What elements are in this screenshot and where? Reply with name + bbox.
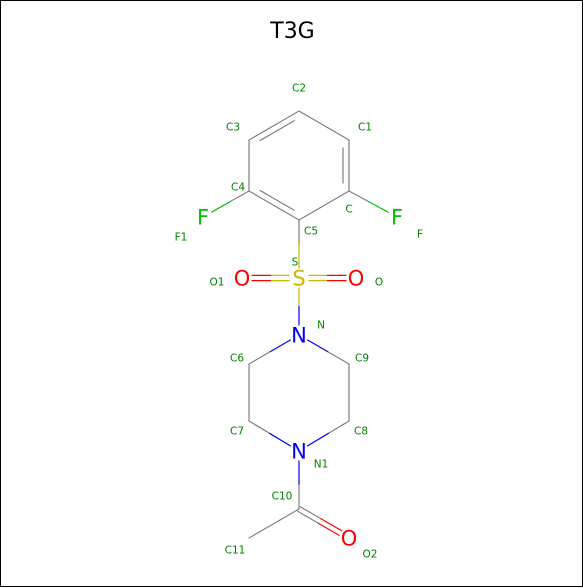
bond-C1-C xyxy=(342,139,350,192)
atom-name-label-C3: C3 xyxy=(226,122,240,134)
atom-name-label-F: F xyxy=(417,229,423,241)
atom-O1-element-symbol: O xyxy=(234,267,251,291)
bond-C3-C2 xyxy=(248,110,300,142)
atom-O2-element-symbol: O xyxy=(341,527,358,551)
bond-S-O xyxy=(308,274,347,282)
atom-name-label-S: S xyxy=(292,257,299,269)
atom-name-label-C2: C2 xyxy=(292,83,306,95)
atom-O-element-symbol: O xyxy=(348,267,365,291)
atom-name-label-C1: C1 xyxy=(358,122,372,134)
atom-N1-element-symbol: N xyxy=(291,440,307,464)
bond-C-C5 xyxy=(298,190,350,221)
atom-name-label-C10: C10 xyxy=(272,491,293,503)
atom-F1-element-symbol: F xyxy=(197,206,209,230)
atom-name-label-C6: C6 xyxy=(230,353,244,365)
bond-C-F xyxy=(348,190,389,213)
atom-name-label-C7: C7 xyxy=(230,426,244,438)
atom-N-element-symbol: N xyxy=(291,324,307,348)
bond-N-C9 xyxy=(307,339,350,365)
atom-S-element-symbol: S xyxy=(292,267,305,291)
atom-name-label-N1: N1 xyxy=(314,459,329,471)
bond-N-C6 xyxy=(248,339,291,365)
bond-C4-F1 xyxy=(211,190,250,213)
atom-name-label-C4: C4 xyxy=(231,182,245,194)
atom-name-label-N: N xyxy=(317,320,325,332)
atom-name-label-C11: C11 xyxy=(225,545,246,557)
atom-name-label-F1: F1 xyxy=(175,232,188,244)
atom-name-label-C9: C9 xyxy=(355,353,369,365)
bond-C10-O2 xyxy=(297,506,343,536)
atom-name-label-C8: C8 xyxy=(354,426,368,438)
atom-F-element-symbol: F xyxy=(391,206,403,230)
atom-name-label-C5: C5 xyxy=(304,226,318,238)
bond-C7-N1 xyxy=(248,420,292,447)
bond-C10-C11 xyxy=(248,508,300,539)
bond-C5-C4 xyxy=(248,189,300,221)
bond-C2-C1 xyxy=(298,110,350,141)
bonds-layer xyxy=(211,110,389,539)
bond-S-O1 xyxy=(251,274,290,282)
atom-name-label-O: O xyxy=(375,277,383,289)
atom-name-label-O1: O1 xyxy=(210,277,225,289)
atom-name-label-C: C xyxy=(345,204,352,216)
atom-name-label-O2: O2 xyxy=(363,549,378,561)
molecule-title: T3G xyxy=(270,19,315,44)
bond-C8-N1 xyxy=(306,420,350,447)
